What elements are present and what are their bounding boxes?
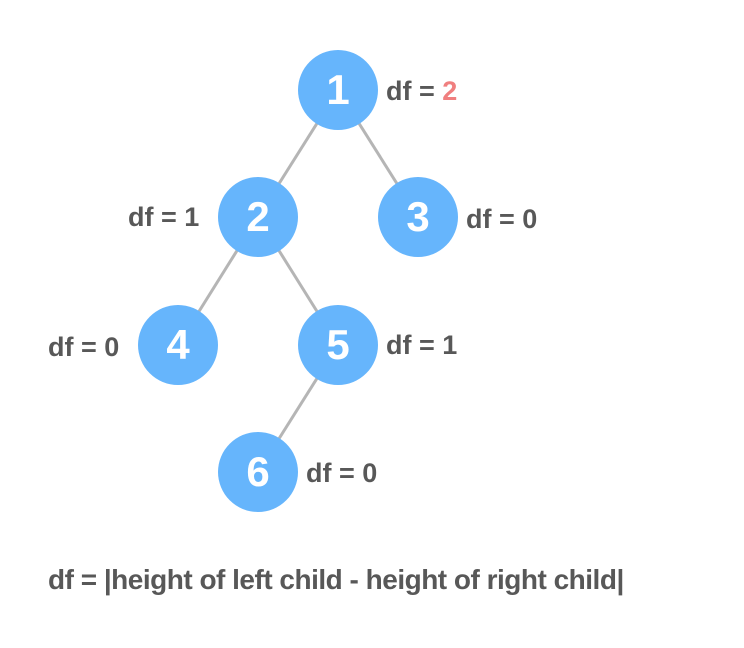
df-prefix: df =: [128, 202, 185, 232]
df-prefix: df =: [306, 458, 363, 488]
df-prefix: df =: [386, 76, 443, 106]
balance-factor-formula: df = |height of left child - height of r…: [48, 564, 624, 595]
tree-node-6: 6: [218, 432, 298, 512]
df-label-node-4: df = 0: [48, 331, 119, 363]
df-value: 1: [442, 330, 458, 360]
tree-node-4: 4: [138, 305, 218, 385]
df-label-node-1: df = 2: [386, 75, 457, 107]
df-label-node-3: df = 0: [466, 203, 537, 235]
df-label-node-6: df = 0: [306, 457, 377, 489]
tree-node-5: 5: [298, 305, 378, 385]
df-value: 0: [522, 204, 538, 234]
df-value-highlighted: 2: [442, 76, 458, 106]
df-prefix: df =: [386, 330, 443, 360]
df-value: 1: [184, 202, 200, 232]
df-prefix: df =: [48, 332, 105, 362]
df-label-node-5: df = 1: [386, 329, 457, 361]
df-prefix: df =: [466, 204, 523, 234]
tree-node-3: 3: [378, 177, 458, 257]
tree-node-2: 2: [218, 177, 298, 257]
tree-node-1: 1: [298, 50, 378, 130]
df-label-node-2: df = 1: [128, 201, 199, 233]
df-value: 0: [362, 458, 378, 488]
df-value: 0: [104, 332, 120, 362]
